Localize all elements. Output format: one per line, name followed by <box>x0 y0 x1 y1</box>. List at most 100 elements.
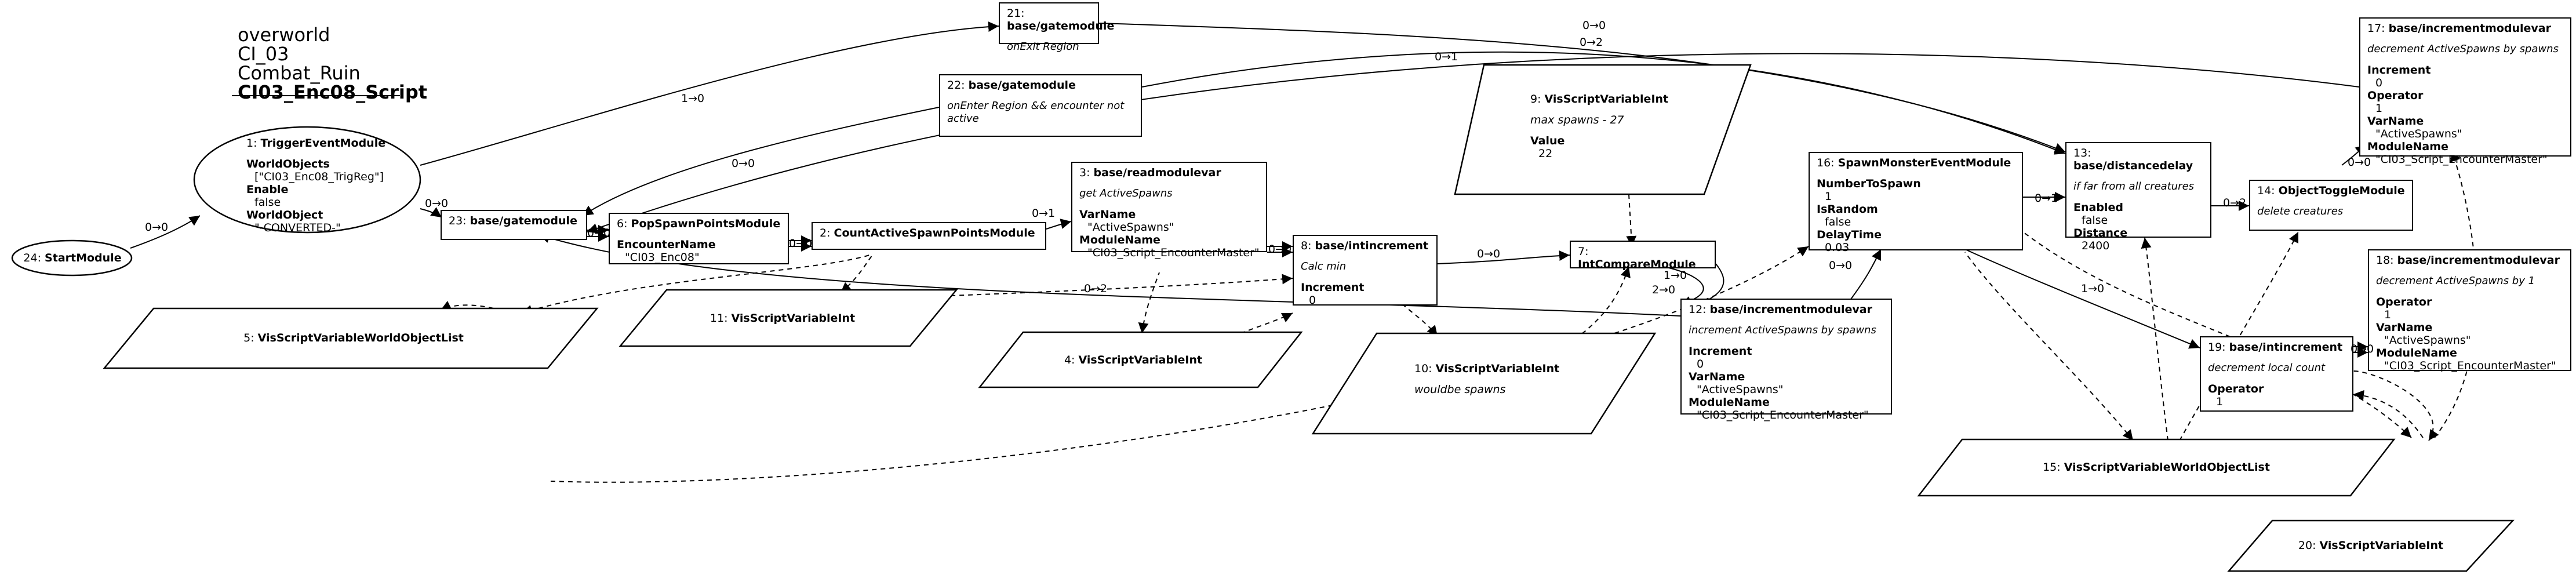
node-5-num: 5: <box>243 332 254 344</box>
edge-label: 0→2 <box>1580 36 1603 49</box>
node-6[interactable]: 6: PopSpawnPointsModule EncounterName "C… <box>609 213 789 264</box>
node-22[interactable]: 22: base/gatemodule onEnter Region && en… <box>939 74 1142 137</box>
node-7-title: IntCompareModule <box>1578 258 1696 271</box>
node-12[interactable]: 12: base/incrementmodulevar increment Ac… <box>1680 299 1892 421</box>
node-1[interactable]: 1: TriggerEventModule WorldObjects ["CI0… <box>246 137 397 234</box>
edge-1-23 <box>420 207 442 218</box>
node-13[interactable]: 13: base/distancedelay if far from all c… <box>2065 142 2211 252</box>
node-22-title: base/gatemodule <box>968 79 1076 92</box>
edge-label: 0→0 <box>145 221 169 234</box>
edge-label: 0→0 <box>1829 259 1853 272</box>
node-18[interactable]: 18: base/incrementmodulevar decrement Ac… <box>2368 249 2571 372</box>
node-2[interactable]: 2: CountActiveSpawnPointsModule <box>812 222 1046 250</box>
node-16-prop-name: NumberToSpawn <box>1817 177 1921 190</box>
header-rule <box>232 95 400 96</box>
node-14[interactable]: 14: ObjectToggleModule delete creatures <box>2249 180 2413 231</box>
node-12-prop-val: "ActiveSpawns" <box>1697 383 1784 396</box>
node-22-desc: onEnter Region && encounter not active <box>947 100 1125 125</box>
node-12-prop-name: Increment <box>1689 345 1752 358</box>
node-12-desc: increment ActiveSpawns by spawns <box>1689 324 1876 336</box>
node-21-title: base/gatemodule <box>1007 20 1115 32</box>
node-24-shape <box>11 239 133 277</box>
node-9[interactable]: 9: VisScriptVariableInt max spawns - 27 … <box>1530 93 1681 160</box>
node-11[interactable]: 11: VisScriptVariableInt <box>661 312 904 325</box>
node-15[interactable]: 15: VisScriptVariableWorldObjectList <box>1982 461 2330 474</box>
node-11-num: 11: <box>710 312 728 325</box>
node-1-prop-name: WorldObjects <box>246 158 330 170</box>
node-1-prop-name: WorldObject <box>246 209 323 221</box>
node-23-title: base/gatemodule <box>470 215 577 227</box>
node-16-prop-val: false <box>1825 216 1851 228</box>
link-9-7 <box>1626 194 1637 247</box>
node-20[interactable]: 20: VisScriptVariableInt <box>2261 539 2481 552</box>
edge-label: 0→2 <box>1084 282 1108 295</box>
node-21[interactable]: 21: base/gatemodule onExit Region <box>999 2 1114 53</box>
header-line-1: overworld <box>238 24 330 46</box>
edge-1-21 <box>420 21 999 166</box>
node-12-num: 12: <box>1689 303 1707 316</box>
node-3[interactable]: 3: base/readmodulevar get ActiveSpawns V… <box>1071 162 1267 259</box>
node-8[interactable]: 8: base/intincrement Calc min Increment … <box>1293 235 1438 307</box>
node-9-prop-name: Value <box>1530 134 1565 147</box>
node-17-prop-name: Operator <box>2367 89 2424 102</box>
node-9-num: 9: <box>1530 93 1541 106</box>
node-9-prop-val: 22 <box>1538 147 1553 160</box>
edge-label: 0→0 <box>1477 248 1501 260</box>
diagram-header: overworld CI_03 Combat_Ruin CI03_Enc08_S… <box>238 26 427 102</box>
edge-16-19 <box>1964 249 2200 349</box>
node-19[interactable]: 19: base/intincrement decrement local co… <box>2200 336 2353 412</box>
node-17-prop-name: VarName <box>2367 115 2424 128</box>
node-13-prop-val: 2400 <box>2082 239 2110 252</box>
node-12-title: base/incrementmodulevar <box>1709 303 1872 316</box>
node-11-shape <box>618 289 958 347</box>
node-16-num: 16: <box>1817 157 1835 169</box>
node-3-prop-val: "ActiveSpawns" <box>1087 221 1174 234</box>
node-17-prop-name: Increment <box>2367 64 2431 77</box>
node-18-prop-name: VarName <box>2376 321 2433 334</box>
node-13-prop-name: Distance <box>2073 227 2128 239</box>
node-5-title: VisScriptVariableWorldObjectList <box>257 332 464 344</box>
edge-label: 0→0 <box>2351 343 2374 355</box>
node-7[interactable]: 7: IntCompareModule <box>1570 241 1716 271</box>
node-17-num: 17: <box>2367 22 2385 35</box>
node-1-prop-name: Enable <box>246 183 289 196</box>
node-6-prop-val: "CI03_Enc08" <box>625 251 700 264</box>
node-10-desc: wouldbe spawns <box>1414 383 1506 396</box>
edge-22-23 <box>582 107 940 216</box>
link-4-8 <box>1240 312 1293 334</box>
node-1-prop-val: false <box>254 196 281 209</box>
node-19-prop-val: 1 <box>2216 395 2224 408</box>
node-13-prop-val: false <box>2082 214 2108 227</box>
link-10-8 <box>1402 304 1438 337</box>
link-20-19 <box>2353 390 2424 438</box>
edge-label: 0→0 <box>587 227 611 239</box>
edge-12-16 <box>1849 249 1882 302</box>
node-16-prop-val: 1 <box>1825 190 1832 203</box>
node-17-prop-val: 0 <box>2375 77 2383 89</box>
node-3-title: base/readmodulevar <box>1093 166 1221 179</box>
node-16-prop-name: DelayTime <box>1817 228 1882 241</box>
node-23[interactable]: 23: base/gatemodule <box>441 210 587 240</box>
edge-label: 0→1 <box>2035 192 2058 205</box>
node-10-shape <box>1311 332 1657 435</box>
edge-8-7 <box>1437 250 1570 264</box>
node-17-title: base/incrementmodulevar <box>2388 22 2551 35</box>
node-17[interactable]: 17: base/incrementmodulevar decrement Ac… <box>2359 17 2571 166</box>
node-1-num: 1: <box>246 137 257 150</box>
node-12-prop-val: "CI03_Script_EncounterMaster" <box>1697 409 1869 421</box>
node-16[interactable]: 16: SpawnMonsterEventModule NumberToSpaw… <box>1809 152 2023 254</box>
node-4-title: VisScriptVariableInt <box>1078 354 1203 366</box>
node-4[interactable]: 4: VisScriptVariableInt <box>1017 354 1249 366</box>
node-5-shape-real <box>103 307 599 369</box>
node-10[interactable]: 10: VisScriptVariableInt wouldbe spawns <box>1414 362 1600 396</box>
link-5-16 <box>550 246 1809 483</box>
node-12-prop-name: ModuleName <box>1689 396 1770 409</box>
node-24-title: StartModule <box>45 252 122 264</box>
node-24[interactable]: 24: StartModule <box>14 252 130 264</box>
node-5[interactable]: 5: VisScriptVariableWorldObjectList <box>191 332 516 344</box>
node-3-num: 3: <box>1079 166 1090 179</box>
node-8-title: base/intincrement <box>1315 239 1429 252</box>
edge-label: 0→0 <box>789 237 813 250</box>
edge-17-23 <box>587 53 2360 234</box>
edge-label: 0→2 <box>2223 197 2247 209</box>
